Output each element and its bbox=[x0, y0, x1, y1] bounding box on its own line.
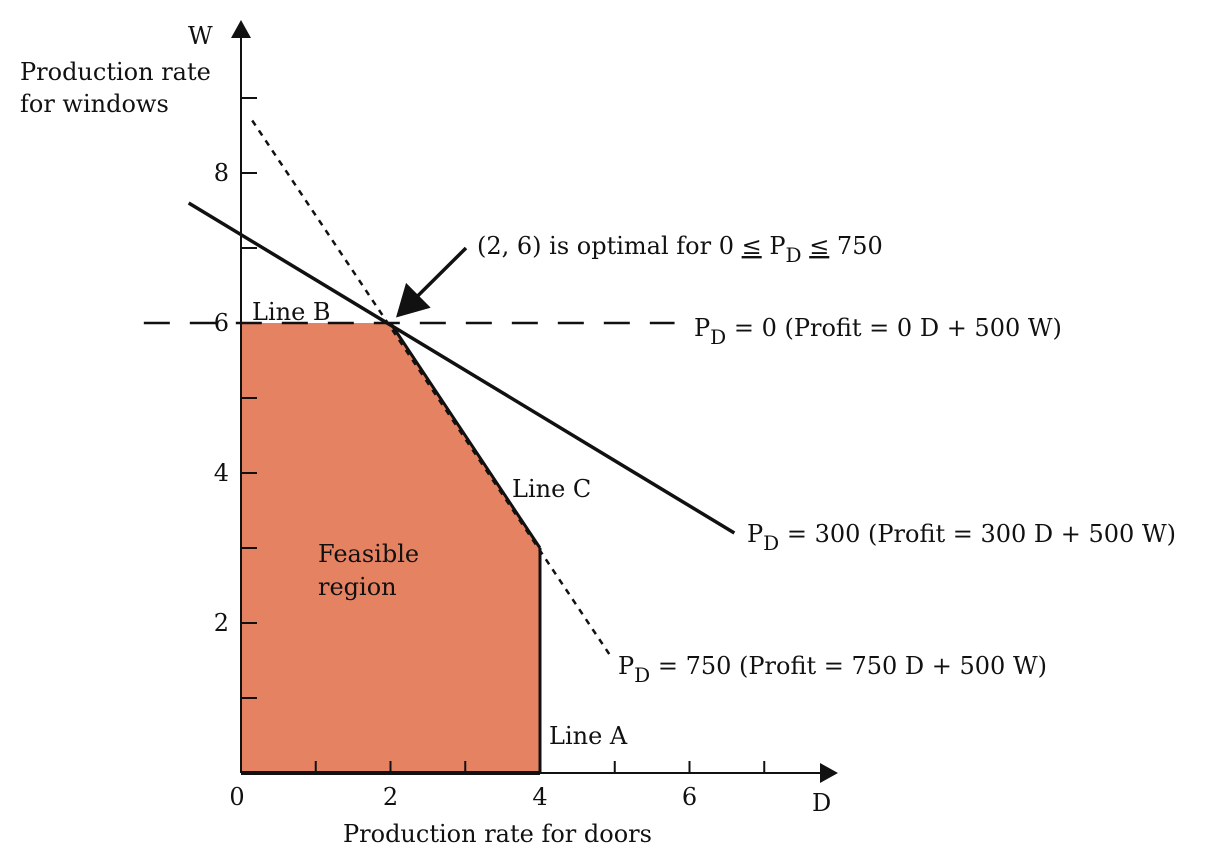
x-axis-var-label: D bbox=[812, 789, 831, 817]
y-axis-title-line2: for windows bbox=[20, 90, 169, 118]
profit-label-pd-300: PD = 300 (Profit = 300 D + 500 W) bbox=[747, 520, 1176, 555]
y-tick-label: 8 bbox=[214, 159, 229, 187]
x-axis-ticks: 0 2 4 6 bbox=[229, 761, 766, 811]
x-axis-title: Production rate for doors bbox=[343, 820, 652, 848]
profit-line-pd-300 bbox=[187, 201, 736, 535]
y-tick-label: 6 bbox=[214, 309, 229, 337]
x-tick-label: 0 bbox=[229, 783, 244, 811]
line-c-label: Line C bbox=[512, 475, 591, 503]
x-tick-label: 4 bbox=[532, 783, 547, 811]
y-axis-var-label: W bbox=[188, 22, 213, 50]
optimal-annotation: (2, 6) is optimal for 0 ≤ PD ≤ 750 bbox=[477, 232, 883, 267]
x-tick-label: 6 bbox=[682, 783, 697, 811]
line-a-label: Line A bbox=[549, 722, 628, 750]
x-tick-label: 2 bbox=[383, 783, 398, 811]
y-tick-label: 4 bbox=[214, 459, 229, 487]
profit-label-pd-750: PD = 750 (Profit = 750 D + 500 W) bbox=[618, 652, 1047, 687]
profit-label-pd-0: PD = 0 (Profit = 0 D + 500 W) bbox=[694, 314, 1062, 349]
feasible-region-label-line1: Feasible bbox=[318, 540, 419, 568]
y-axis-title-line1: Production rate bbox=[20, 58, 211, 86]
y-tick-label: 2 bbox=[214, 609, 229, 637]
feasible-region-label-line2: region bbox=[318, 573, 397, 601]
line-c bbox=[389, 322, 542, 549]
line-b-label: Line B bbox=[252, 298, 331, 326]
optimal-point-arrow bbox=[396, 246, 468, 318]
y-axis-ticks: 2 4 6 8 bbox=[214, 97, 257, 699]
